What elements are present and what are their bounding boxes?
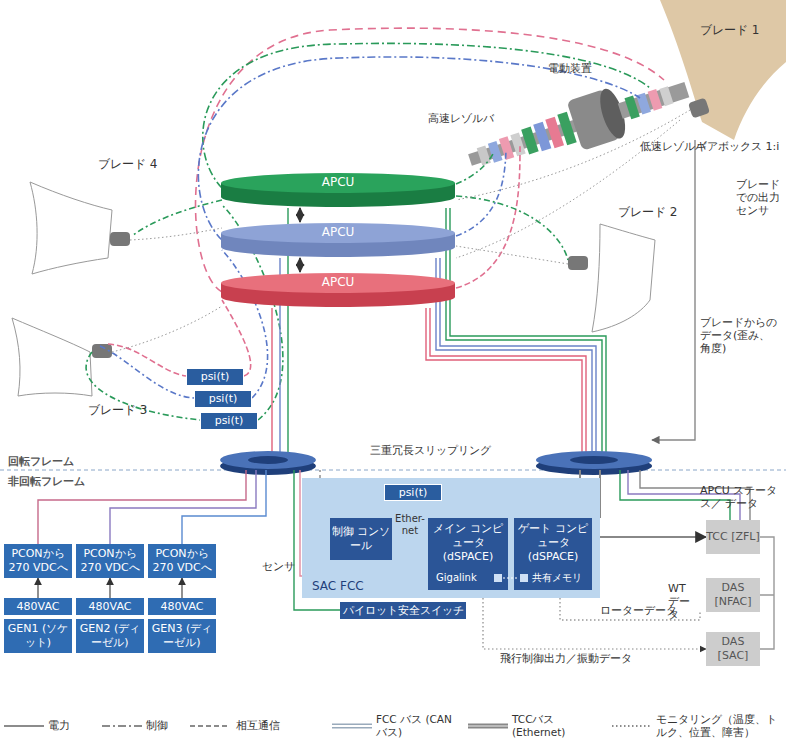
legend-text: FCC バス (CAN バス)	[376, 713, 452, 738]
node-text: DAS [NFAC]	[706, 581, 760, 609]
node-text: PCONから 270 VDCへ	[4, 547, 72, 575]
node-text: ブレード 2	[618, 205, 677, 220]
das-box: DAS [NFAC]	[706, 578, 760, 612]
blade-label: ブレード 3	[88, 402, 147, 418]
node-text: psi(t)	[399, 486, 428, 500]
psi-box: psi(t)	[384, 484, 442, 501]
tcc-box: TCC [ZFL]	[706, 520, 760, 554]
node-text: 480VAC	[161, 600, 204, 614]
console-box: 制御 コンソール	[330, 518, 392, 560]
voltage-box: 480VAC	[76, 598, 144, 615]
node-text: 制御 コンソール	[330, 525, 392, 553]
generator-box: GEN1 (ソケット)	[4, 619, 72, 653]
voltage-box: 480VAC	[4, 598, 72, 615]
edge-label: Ether-net	[395, 513, 425, 536]
node-text: PCONから 270 VDCへ	[148, 547, 216, 575]
node-text: 480VAC	[17, 600, 60, 614]
blade-label: ブレード 1	[700, 22, 759, 38]
node-text: パイロット安全スイッチ	[343, 604, 464, 618]
node-text: ブレード 3	[88, 403, 147, 418]
node-text: GEN1 (ソケット)	[4, 622, 72, 650]
node-text: psi(t)	[215, 414, 244, 428]
apcu-disk: APCU	[220, 172, 456, 208]
node-text: DAS [SAC]	[706, 635, 760, 663]
annotation-label: 共有メモリ	[532, 572, 582, 584]
annotation-label: センサ	[262, 560, 295, 573]
node-text: GEN2 (ディーゼル)	[76, 622, 144, 650]
generator-box: GEN2 (ディーゼル)	[76, 619, 144, 653]
legend-text: 相互通信	[236, 719, 296, 732]
switch-box: パイロット安全スイッチ	[340, 602, 466, 619]
annotation-label: 回転フレーム	[8, 455, 74, 468]
annotation-label: ブレード での出力 センサ	[736, 178, 782, 218]
connector	[181, 578, 182, 598]
node-text: ブレード 4	[98, 157, 157, 172]
legend-text: 電力	[48, 719, 98, 732]
legend-text: 制御	[146, 719, 186, 732]
annotation-label: Gigalink	[436, 572, 477, 584]
connector	[592, 536, 706, 538]
annotation-label: 電動装置	[548, 62, 592, 75]
apcu-disk: APCU	[220, 222, 456, 258]
node-text: PCONから 270 VDCへ	[76, 547, 144, 575]
node-text: APCU	[322, 275, 355, 290]
node-text: GEN3 (ディーゼル)	[148, 622, 216, 650]
psi-box: psi(t)	[186, 368, 244, 386]
connector	[109, 578, 110, 598]
annotation-label: APCU ステータス／ データ	[700, 484, 784, 510]
annotation-label: ローターデータ	[600, 604, 677, 617]
apcu-disk: APCU	[220, 272, 456, 308]
converter-box: PCONから 270 VDCへ	[76, 544, 144, 578]
annotation-label: ギアボックス 1:i	[696, 140, 779, 153]
psi-box: psi(t)	[200, 412, 258, 430]
psi-box: psi(t)	[194, 390, 252, 408]
node-text: APCU	[322, 175, 355, 190]
blade-label: ブレード 4	[98, 156, 157, 172]
node-text: 480VAC	[89, 600, 132, 614]
node-text: ゲート コンピュータ (dSPACE)	[514, 522, 592, 563]
node-text: メイン コンピュータ (dSPACE)	[428, 522, 508, 563]
connector	[299, 208, 301, 222]
annotation-label: 三重冗長スリップリング	[370, 444, 491, 457]
annotation-label: 非回転フレーム	[8, 475, 85, 488]
connector	[299, 258, 301, 272]
annotation-label: ブレードからの データ(歪み、 角度)	[700, 316, 784, 356]
node-text: psi(t)	[209, 392, 238, 406]
connector	[37, 578, 38, 598]
node-text: APCU	[322, 225, 355, 240]
node-text: psi(t)	[201, 370, 230, 384]
das-box: DAS [SAC]	[706, 632, 760, 666]
converter-box: PCONから 270 VDCへ	[148, 544, 216, 578]
converter-box: PCONから 270 VDCへ	[4, 544, 72, 578]
generator-box: GEN3 (ディーゼル)	[148, 619, 216, 653]
legend-text: モニタリング（温度、トルク、位置、障害）	[656, 713, 780, 738]
node-text: ブレード 1	[700, 23, 759, 38]
node-text: TCC [ZFL]	[706, 530, 760, 544]
annotation-label: 高速レゾルバ	[428, 112, 494, 125]
node-text: SAC FCC	[312, 579, 364, 594]
blade-label: ブレード 2	[618, 204, 677, 220]
annotation-label: 飛行制御出力／振動データ	[500, 652, 632, 665]
voltage-box: 480VAC	[148, 598, 216, 615]
legend-text: TCCバス (Ethernet)	[512, 713, 598, 738]
